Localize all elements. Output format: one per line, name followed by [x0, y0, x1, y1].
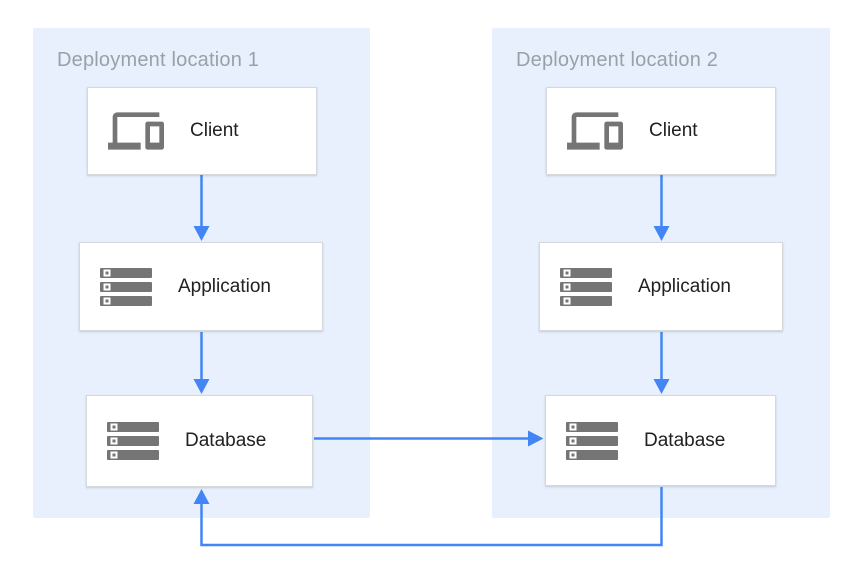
panel-title: Deployment location 2 [516, 49, 719, 71]
node-label: Database [185, 430, 267, 451]
client-2-node: Client [546, 87, 776, 175]
node-label: Application [638, 275, 731, 297]
database-1-node: Database [86, 395, 313, 487]
panel-title: Deployment location 1 [57, 49, 260, 71]
devices-icon [567, 103, 623, 159]
node-label: Client [649, 120, 698, 141]
database-2-node: Database [545, 395, 776, 486]
server-stack-icon [566, 421, 618, 460]
node-label: Application [178, 275, 271, 297]
application-2-node: Application [539, 242, 783, 331]
server-stack-icon [107, 422, 159, 460]
server-stack-icon [100, 267, 152, 306]
node-label: Database [644, 429, 726, 451]
server-stack-icon [560, 267, 612, 306]
node-label: Client [190, 120, 239, 141]
application-1-node: Application [79, 242, 323, 331]
client-1-node: Client [87, 87, 317, 175]
devices-icon [108, 103, 164, 159]
